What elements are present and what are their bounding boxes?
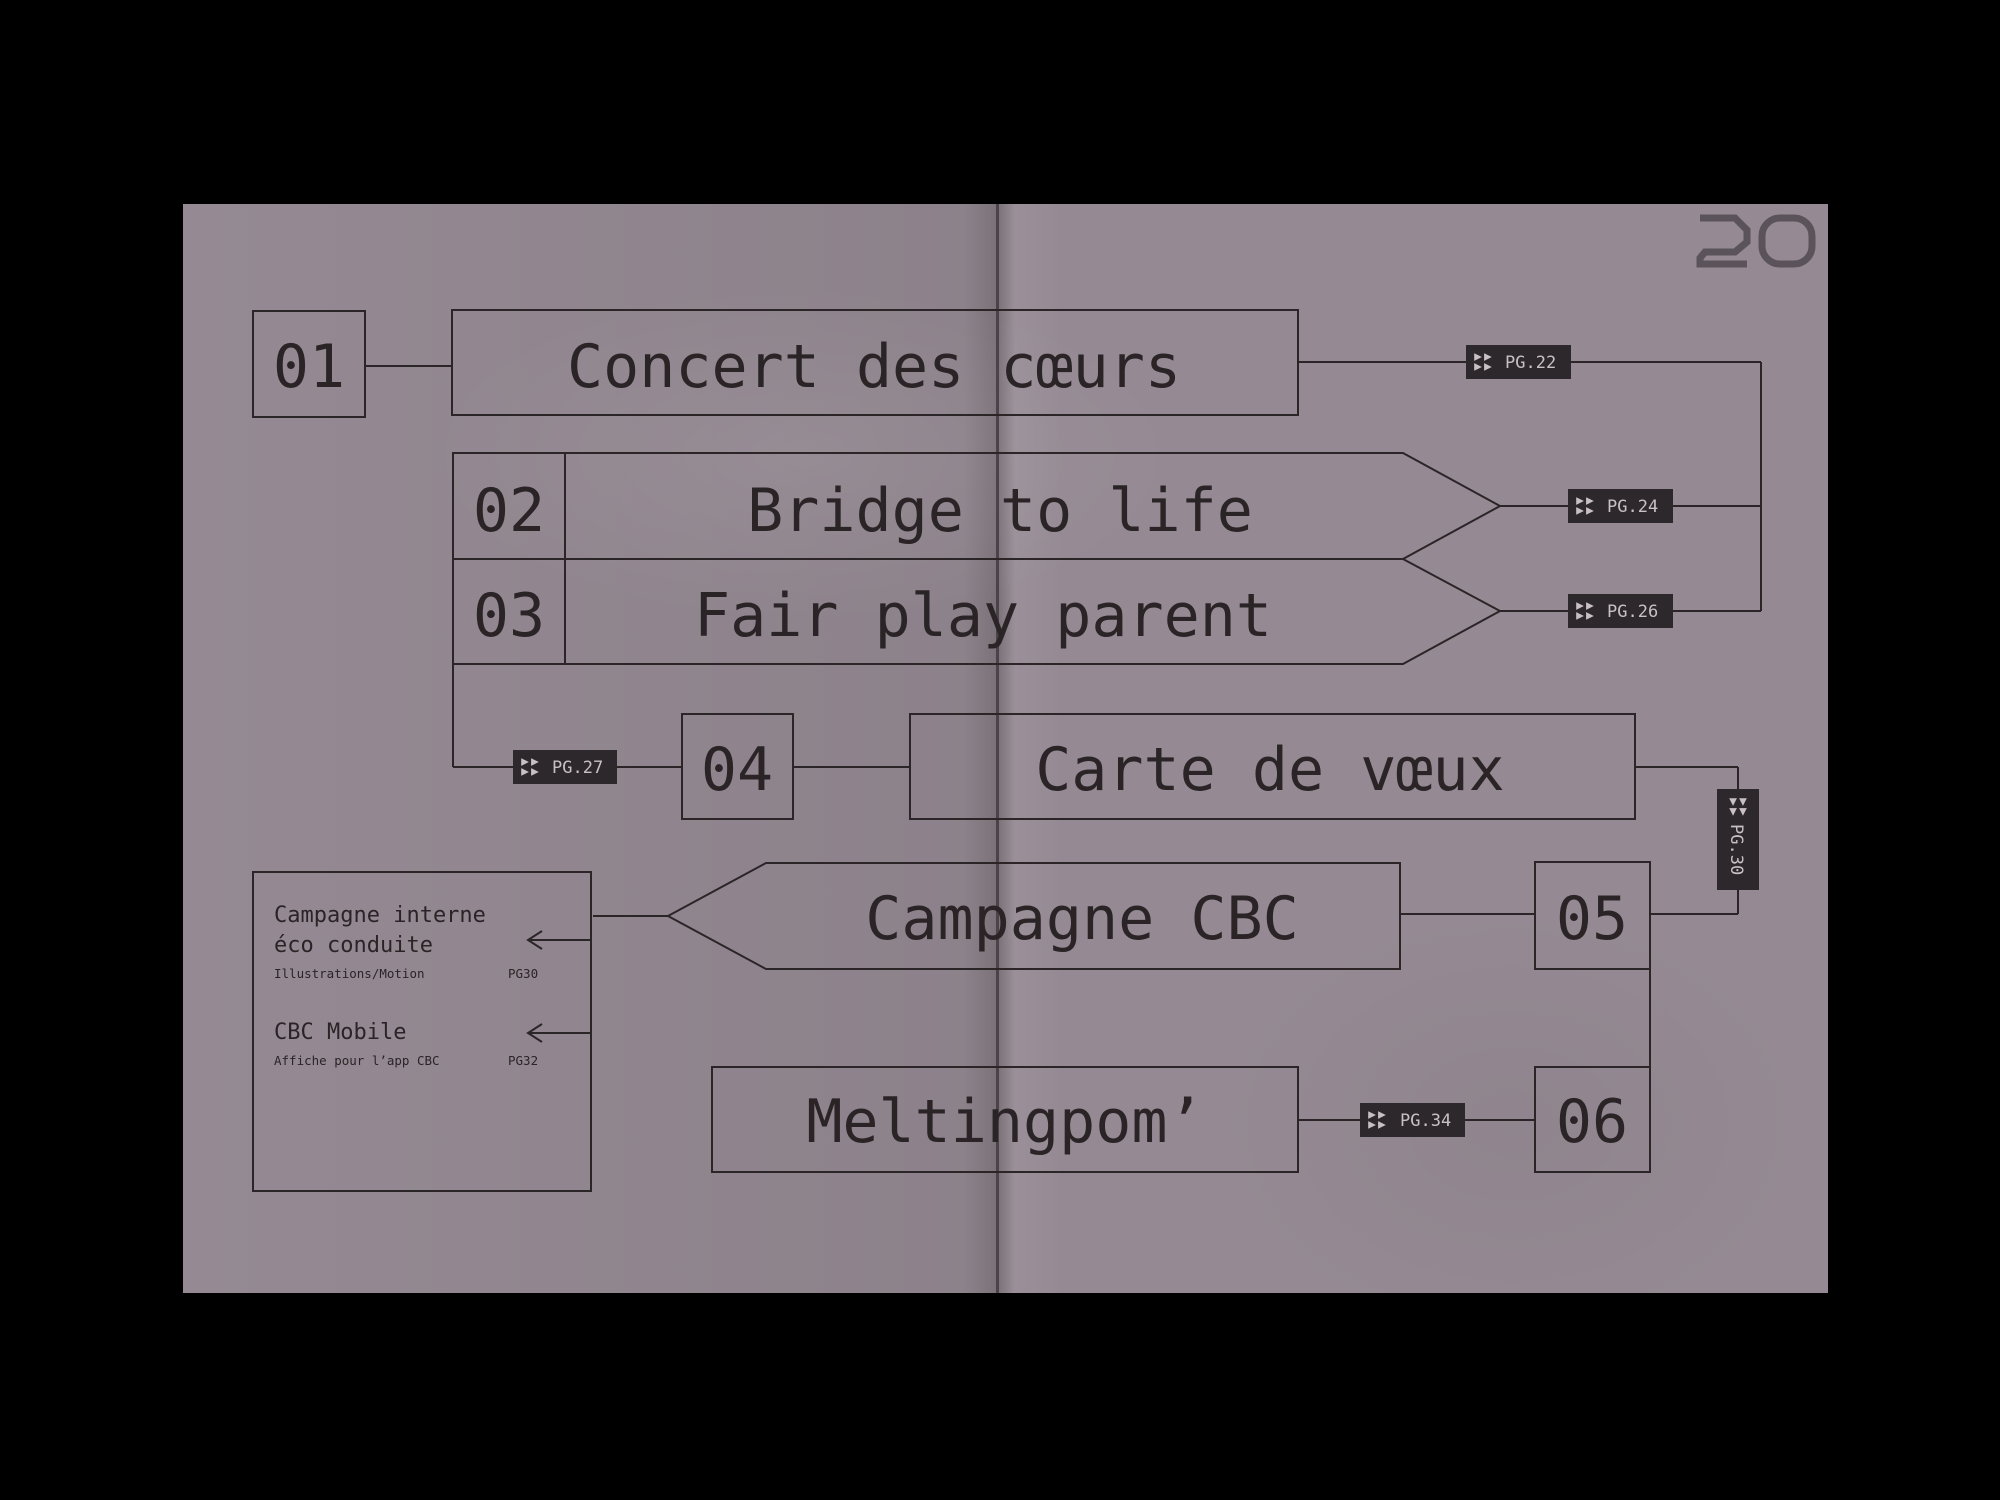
sub-project-subtitle: Illustrations/Motion (274, 966, 425, 981)
section-title: Meltingpom’ (806, 1087, 1203, 1157)
section-number: 04 (701, 735, 773, 805)
section-title: Concert des cœurs (567, 332, 1181, 402)
page-ref-tag: PG.34 (1360, 1103, 1465, 1137)
svg-text:PG.26: PG.26 (1607, 602, 1658, 622)
logo-mark (1696, 214, 1816, 268)
center-fold (996, 204, 999, 1293)
arrow-left-icon (526, 930, 591, 950)
section-number: 06 (1556, 1087, 1628, 1157)
svg-text:PG.27: PG.27 (552, 758, 603, 778)
section-number-frame (252, 310, 366, 418)
section-title: Carte de vœux (1035, 735, 1505, 805)
section-number: 01 (273, 332, 345, 402)
section-number: 03 (473, 581, 545, 651)
sections-02-03-frame (452, 452, 1503, 665)
page-ref-tag: PG.22 (1466, 345, 1571, 379)
svg-text:PG.22: PG.22 (1505, 353, 1556, 373)
connector-lines (365, 361, 1762, 1121)
sub-project-title: éco conduite (274, 933, 433, 958)
section-number-frame (1534, 861, 1651, 970)
section-title-frame (665, 862, 1401, 970)
page-ref-tag: PG.26 (1568, 594, 1673, 628)
section-title: Bridge to life (747, 476, 1253, 546)
svg-text:PG.24: PG.24 (1607, 497, 1658, 517)
section-title: Campagne CBC (865, 884, 1298, 954)
sub-project-page: PG30 (508, 966, 538, 981)
page-ref-tag: PG.24 (1568, 489, 1673, 523)
section-title-frame (451, 309, 1299, 416)
section-number: 05 (1556, 884, 1628, 954)
page-ref-tag: PG.27 (513, 750, 617, 784)
svg-text:PG.34: PG.34 (1400, 1111, 1451, 1131)
section-number-frame (681, 713, 794, 820)
section-title-frame (909, 713, 1636, 820)
sub-project-box (252, 871, 592, 1192)
sub-project-title: CBC Mobile (274, 1020, 406, 1045)
sub-project-title: Campagne interne (274, 903, 486, 928)
arrow-left-icon (526, 1023, 591, 1043)
svg-text:PG.30: PG.30 (1726, 824, 1746, 875)
section-number: 02 (473, 476, 545, 546)
sub-project-subtitle: Affiche pour l’app CBC (274, 1053, 440, 1068)
paper-sheet (183, 204, 1828, 1293)
section-title: Fair play parent (694, 581, 1272, 651)
page-ref-tag: PG.30 (1717, 789, 1759, 890)
sub-project-page: PG32 (508, 1053, 538, 1068)
section-number-frame (1534, 1066, 1651, 1173)
section-title-frame (711, 1066, 1299, 1173)
